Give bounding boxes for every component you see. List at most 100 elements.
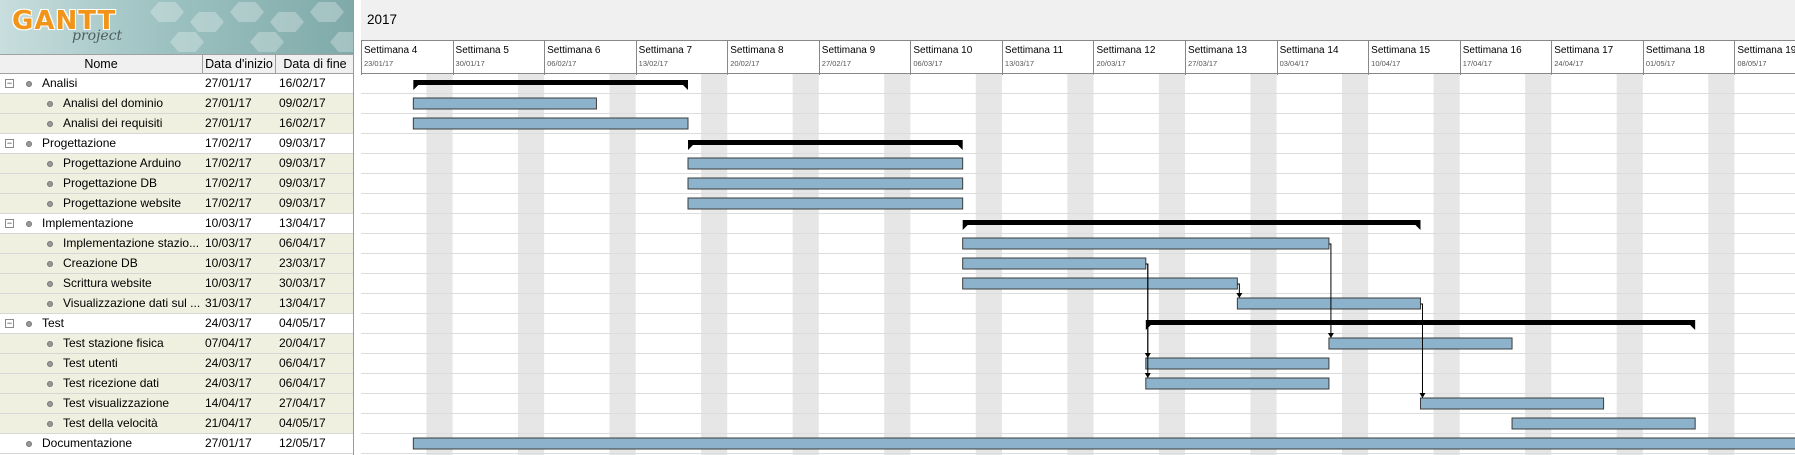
task-row[interactable]: Implementazione stazio... 10/03/17 06/04/1…	[0, 234, 353, 254]
task-end-date[interactable]: 06/04/17	[279, 236, 326, 250]
task-start-date[interactable]: 24/03/17	[205, 316, 252, 330]
task-end-date[interactable]: 04/05/17	[279, 416, 326, 430]
task-row[interactable]: − Test 24/03/17 04/05/17	[0, 314, 353, 334]
task-end-date[interactable]: 09/03/17	[279, 156, 326, 170]
task-name[interactable]: Test della velocità	[63, 416, 158, 430]
column-header-end[interactable]: Data di fine	[283, 57, 347, 71]
summary-bar	[688, 140, 963, 145]
task-start-date[interactable]: 10/03/17	[205, 236, 252, 250]
task-start-date[interactable]: 10/03/17	[205, 256, 252, 270]
task-start-date[interactable]: 31/03/17	[205, 296, 252, 310]
task-name[interactable]: Scrittura website	[63, 276, 152, 290]
task-start-date[interactable]: 17/02/17	[205, 196, 252, 210]
collapse-toggle-icon[interactable]: −	[5, 318, 14, 328]
task-name[interactable]: Analisi dei requisiti	[63, 116, 163, 130]
task-end-date[interactable]: 16/02/17	[279, 116, 326, 130]
task-row[interactable]: Documentazione 27/01/17 12/05/17	[0, 434, 353, 454]
task-name[interactable]: Analisi del dominio	[63, 96, 164, 110]
task-name[interactable]: Test stazione fisica	[63, 336, 164, 350]
weekend-shade	[609, 74, 636, 455]
task-row[interactable]: − Progettazione 17/02/17 09/03/17	[0, 134, 353, 154]
task-row[interactable]: Analisi dei requisiti 27/01/17 16/02/17	[0, 114, 353, 134]
task-end-date[interactable]: 23/03/17	[279, 256, 326, 270]
summary-end-tip	[1690, 325, 1696, 330]
task-name[interactable]: Implementazione	[42, 216, 134, 230]
task-start-date[interactable]: 14/04/17	[205, 396, 252, 410]
task-end-date[interactable]: 09/03/17	[279, 136, 326, 150]
task-start-date[interactable]: 07/04/17	[205, 336, 252, 350]
task-start-date[interactable]: 27/01/17	[205, 116, 252, 130]
task-start-date[interactable]: 27/01/17	[205, 96, 252, 110]
task-start-date[interactable]: 24/03/17	[205, 376, 252, 390]
task-end-date[interactable]: 09/02/17	[279, 96, 326, 110]
task-name[interactable]: Test visualizzazione	[63, 396, 170, 410]
task-row[interactable]: Test ricezione dati 24/03/17 06/04/17	[0, 374, 353, 394]
task-bar	[1145, 357, 1330, 370]
task-row[interactable]: Progettazione website 17/02/17 09/03/17	[0, 194, 353, 214]
task-name[interactable]: Visualizzazione dati sul ...	[63, 296, 201, 310]
task-start-date[interactable]: 10/03/17	[205, 276, 252, 290]
task-start-date[interactable]: 17/02/17	[205, 136, 252, 150]
task-row[interactable]: Scrittura website 10/03/17 30/03/17	[0, 274, 353, 294]
collapse-toggle-icon[interactable]: −	[5, 218, 14, 228]
task-row[interactable]: Test utenti 24/03/17 06/04/17	[0, 354, 353, 374]
task-end-date[interactable]: 06/04/17	[279, 376, 326, 390]
task-end-date[interactable]: 06/04/17	[279, 356, 326, 370]
task-row[interactable]: Creazione DB 10/03/17 23/03/17	[0, 254, 353, 274]
task-name[interactable]: Test utenti	[63, 356, 118, 370]
summary-start-tip	[688, 145, 693, 150]
task-name[interactable]: Progettazione website	[63, 196, 182, 210]
task-end-date[interactable]: 16/02/17	[279, 76, 326, 90]
task-end-date[interactable]: 12/05/17	[279, 436, 326, 450]
task-end-date[interactable]: 13/04/17	[279, 216, 326, 230]
task-end-date[interactable]: 20/04/17	[279, 336, 326, 350]
collapse-toggle-icon[interactable]: −	[5, 78, 14, 88]
task-name[interactable]: Test	[42, 316, 65, 330]
task-end-date[interactable]: 13/04/17	[279, 296, 326, 310]
task-start-date[interactable]: 24/03/17	[205, 356, 252, 370]
task-row[interactable]: Analisi del dominio 27/01/17 09/02/17	[0, 94, 353, 114]
task-end-date[interactable]: 09/03/17	[279, 176, 326, 190]
task-row[interactable]: Test della velocità 21/04/17 04/05/17	[0, 414, 353, 434]
task-name[interactable]: Progettazione DB	[63, 176, 158, 190]
task-row[interactable]: Test stazione fisica 07/04/17 20/04/17	[0, 334, 353, 354]
task-name[interactable]: Test ricezione dati	[63, 376, 160, 390]
task-start-date[interactable]: 21/04/17	[205, 416, 252, 430]
week-label: Settimana 8	[730, 45, 784, 56]
task-start-date[interactable]: 17/02/17	[205, 176, 252, 190]
task-row[interactable]: Progettazione Arduino 17/02/17 09/03/17	[0, 154, 353, 174]
task-name[interactable]: Analisi	[42, 76, 78, 90]
task-start-date[interactable]: 17/02/17	[205, 156, 252, 170]
collapse-toggle-icon[interactable]: −	[5, 138, 14, 148]
task-name[interactable]: Documentazione	[42, 436, 133, 450]
task-row[interactable]: − Analisi 27/01/17 16/02/17	[0, 74, 353, 94]
task-start-date[interactable]: 27/01/17	[205, 76, 252, 90]
task-bullet-icon	[47, 101, 53, 107]
column-header-start[interactable]: Data d'inizio	[203, 55, 276, 73]
task-name[interactable]: Progettazione Arduino	[63, 156, 182, 170]
task-bar	[412, 97, 597, 110]
task-end-date[interactable]: 04/05/17	[279, 316, 326, 330]
task-row[interactable]: Test visualizzazione 14/04/17 27/04/17	[0, 394, 353, 414]
task-start-date[interactable]: 27/01/17	[205, 436, 252, 450]
week-label: Settimana 12	[1096, 45, 1156, 56]
task-end-date[interactable]: 30/03/17	[279, 276, 326, 290]
summary-end-tip	[957, 145, 963, 150]
task-row[interactable]: Progettazione DB 17/02/17 09/03/17	[0, 174, 353, 194]
task-name[interactable]: Implementazione stazio...	[63, 236, 200, 250]
task-row[interactable]: Visualizzazione dati sul ... 31/03/17 13/0…	[0, 294, 353, 314]
task-start-date[interactable]: 10/03/17	[205, 216, 252, 230]
dependency-line	[1237, 283, 1240, 295]
task-row[interactable]: − Implementazione 10/03/17 13/04/17	[0, 214, 353, 234]
column-header-name[interactable]: Nome	[0, 55, 203, 73]
task-name[interactable]: Creazione DB	[63, 256, 138, 270]
task-end-date[interactable]: 09/03/17	[279, 196, 326, 210]
task-name[interactable]: Progettazione	[42, 136, 117, 150]
ganttproject-logo: GANTT project	[0, 0, 353, 54]
task-bullet-icon	[47, 381, 53, 387]
logo-text: GANTT	[12, 6, 117, 36]
gantt-chart[interactable]	[361, 0, 1795, 455]
task-end-date[interactable]: 27/04/17	[279, 396, 326, 410]
